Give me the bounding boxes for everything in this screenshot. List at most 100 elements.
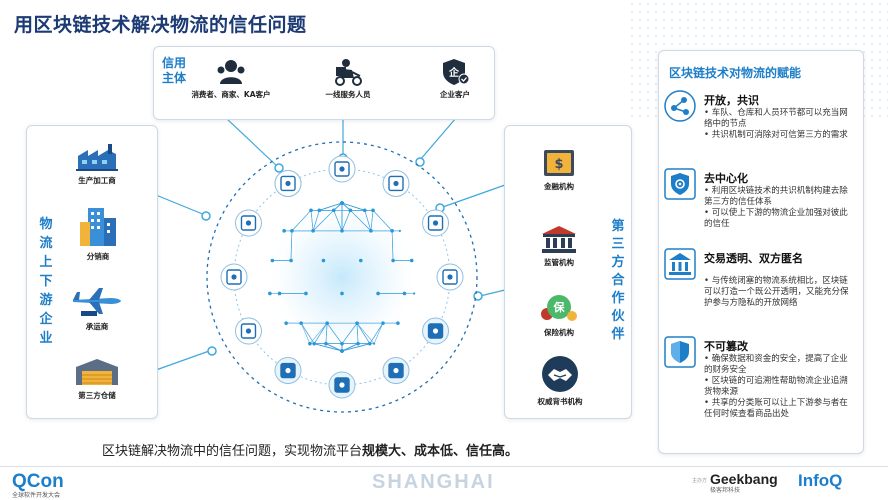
distributor-label: 分销商 [86,252,110,261]
sphere-node [398,229,401,232]
sphere-node [413,292,416,295]
svg-text:企: 企 [448,66,460,79]
trust-subject-card: 信用主体 [153,46,495,120]
qcon-wordmark: QCon [12,471,64,492]
infoq-logo: InfoQ [798,471,843,490]
sphere-node [391,229,394,232]
share-icon [422,317,450,345]
shield-icon [274,357,302,385]
building-icon [80,208,116,246]
sphere-node [340,292,344,295]
city-watermark: SHANGHAI [372,471,495,493]
frontline-staff-item: 一线服务人员 [313,58,383,100]
manufacturer-item: 生产加工商 [62,142,132,186]
bank-vault-icon: $ [544,150,574,176]
financial-institution-label: 金融机构 [544,182,574,191]
insurance-institution-item: 保 保险机构 [526,290,592,338]
cycle-icon [234,317,262,345]
sphere-node [271,259,274,262]
qcon-subtitle: 全球软件开发大会 [12,492,61,499]
shield-icon [664,336,696,368]
network-sphere-nodes [268,201,416,353]
sphere-node [290,229,293,232]
sphere-node [284,322,288,325]
sphere-node [369,229,373,232]
sphere-node [403,292,406,295]
sphere-node [332,209,335,212]
bullet: 区块链的可追溯性帮助物流企业追溯货物来源 [704,376,854,398]
sphere-node [268,291,272,296]
bank-icon [664,248,696,280]
sphere-node [349,209,352,212]
distributor-item: 分销商 [68,204,128,262]
third-party-label: 第三方合作伙伴 [611,219,625,342]
insurance-institution-label: 保险机构 [544,328,574,337]
carrier-item: 承运商 [64,286,130,332]
sphere-node [324,342,328,345]
sphere-node [396,322,399,325]
warehouse-icon [76,359,118,385]
enterprise-shield-icon: 企 [443,59,470,85]
lock-icon [234,209,262,237]
sphere-node [309,209,313,212]
sphere-node [355,322,358,325]
section-open-consensus: 开放，共识 车队、仓库和人员环节都可以充当网络中的节点 共识机制可消除对可信第三… [664,90,854,160]
share-icon [664,90,696,122]
sphere-node [381,322,384,325]
signature-icon [422,209,450,237]
slogan: 区块链解决物流中的信任问题，实现物流平台规模大、成本低、信任高。 [102,440,518,459]
sphere-node [304,292,308,295]
layers-icon [328,155,356,183]
eye-icon [220,263,248,291]
third-party-warehouse-label: 第三方仓储 [78,391,116,400]
bullet: 可以使上下游的物流企业加强对彼此的信任 [704,208,854,230]
bullet: 与传统闭塞的物流系统相比，区块链可以打造一个既公开透明，又能充分保护参与方隐私的… [704,276,854,309]
geekbang-wordmark: Geekbang [710,471,778,487]
sphere-node [289,259,292,262]
trust-subject-label: 信用主体 [162,56,187,85]
airplane-icon [73,288,121,316]
sphere-node [308,341,312,346]
endorsement-institution-label: 权威背书机构 [537,397,583,406]
carrier-label: 承运商 [85,322,109,331]
gear-shield-icon [328,371,356,399]
sphere-node [363,209,366,212]
sphere-node [318,209,321,212]
consumers-label: 消费者、商家、KA客户 [191,90,271,99]
sphere-node [311,229,315,232]
enterprise-client-item: 企 企业客户 [425,58,485,100]
slogan-prefix: 区块链解决物流中的信任问题，实现物流平台 [102,444,363,459]
sphere-node [278,292,281,295]
manufacturer-label: 生产加工商 [78,176,116,185]
sphere-node [376,292,380,295]
section-decentralized: 去中心化 利用区块链技术的共识机制构建去除第三方的信任体系 可以使上下游的物流企… [664,168,854,238]
sphere-node [391,259,395,262]
connector-lines [155,117,506,371]
enterprise-client-label: 企业客户 [440,90,470,99]
bullet: 共享的分类账可以让上下游参与者在任何时候查看商品出处 [704,398,854,420]
footer-divider [0,466,888,467]
section-transparent-anonymous: 交易透明、双方匿名 与传统闭塞的物流系统相比，区块链可以打造一个既公开透明，又能… [664,248,854,318]
insurance-icon: 保 [541,295,577,321]
section-heading: 不可篡改 [704,340,748,353]
sphere-node [282,229,286,233]
geekbang-logo: Geekbang 极客邦科技 [710,471,778,494]
sphere-node [322,259,325,262]
sphere-node [340,342,344,345]
sponsor-label: 主办方 [692,478,708,484]
sphere-node [340,349,344,353]
sphere-node [340,201,344,205]
eye-icon [274,169,302,197]
users-icon [217,60,245,84]
sphere-node [359,259,362,262]
sphere-node [340,229,344,232]
svg-text:保: 保 [553,300,566,314]
sphere-node [368,342,371,345]
shield-gear-icon [664,168,696,200]
consumers-item: 消费者、商家、KA客户 [186,58,276,100]
document-icon [436,263,464,291]
section-immutable: 不可篡改 确保数据和资金的安全，提高了企业的财务安全 区块链的可追溯性帮助物流企… [664,336,854,436]
sphere-node [410,259,413,262]
section-heading: 开放，共识 [704,94,759,107]
